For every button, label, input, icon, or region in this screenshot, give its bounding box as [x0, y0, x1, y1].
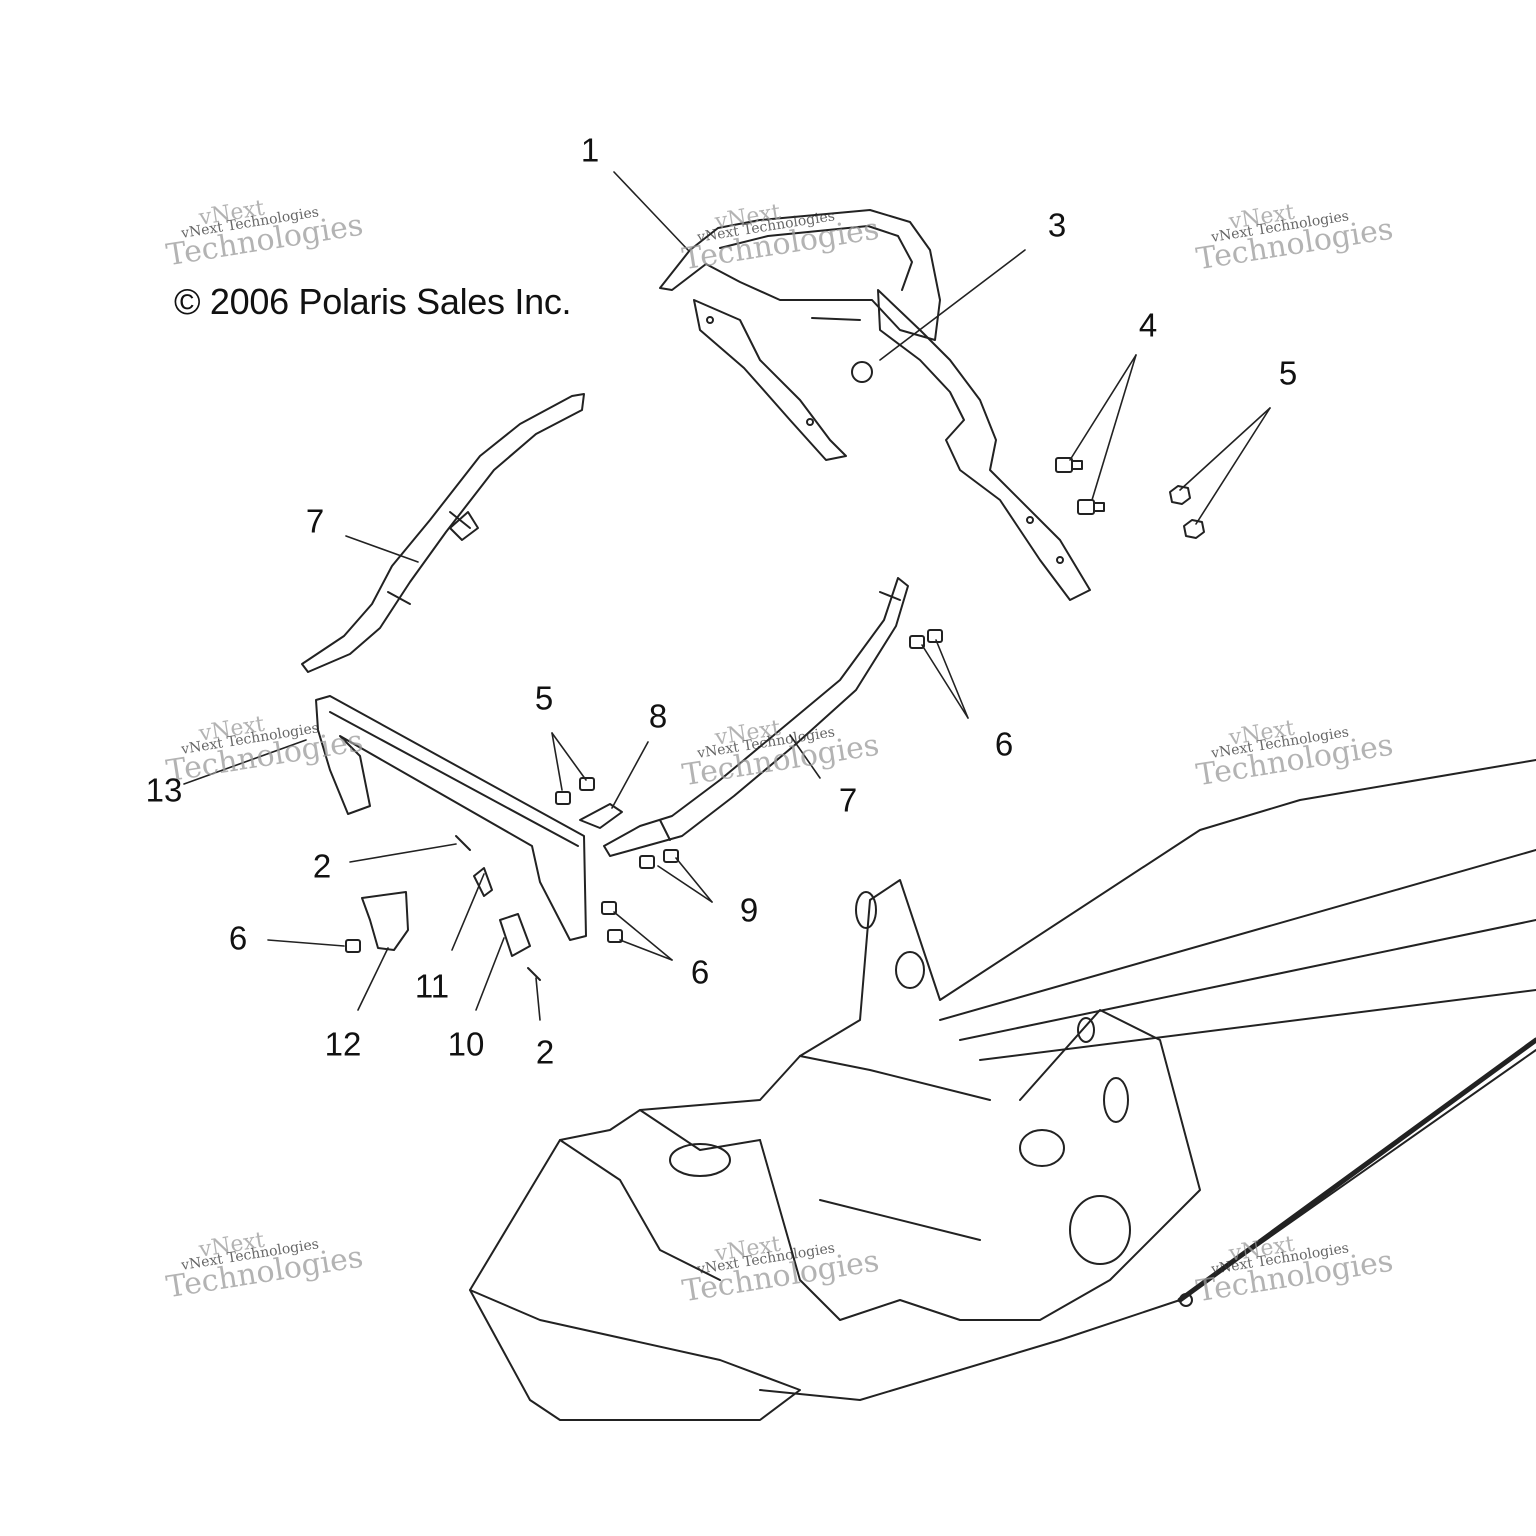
callout-number: 11: [414, 967, 450, 1005]
part-crossbar: [315, 695, 587, 941]
copyright-text: © 2006 Polaris Sales Inc.: [174, 281, 572, 322]
callout-number: 7: [305, 502, 325, 540]
part-strut-left: [301, 393, 585, 673]
leader-lines: [183, 171, 1271, 1021]
callout-number: 6: [228, 919, 248, 957]
callout-number: 13: [145, 771, 183, 809]
part-strut-right: [603, 577, 909, 857]
callout-number: 6: [994, 725, 1014, 763]
callout-number: 2: [312, 847, 332, 885]
callout-number: 7: [838, 781, 858, 819]
part-small-hardware: [345, 629, 943, 981]
callout-number: 2: [535, 1033, 555, 1071]
callout-number: 1: [580, 131, 600, 169]
callout-number: 3: [1047, 206, 1067, 244]
callout-number: 12: [324, 1025, 362, 1063]
part-chassis: [469, 759, 1536, 1421]
part-bolts-upper: [1055, 457, 1205, 539]
callout-number: 8: [648, 697, 668, 735]
callout-number: 5: [1278, 354, 1298, 392]
callout-number: 9: [739, 891, 759, 929]
callout-number: 5: [534, 679, 554, 717]
part-upper-support: [659, 209, 1091, 601]
callout-number: 6: [690, 953, 710, 991]
callout-number: 10: [447, 1025, 485, 1063]
callout-number: 4: [1138, 306, 1158, 344]
